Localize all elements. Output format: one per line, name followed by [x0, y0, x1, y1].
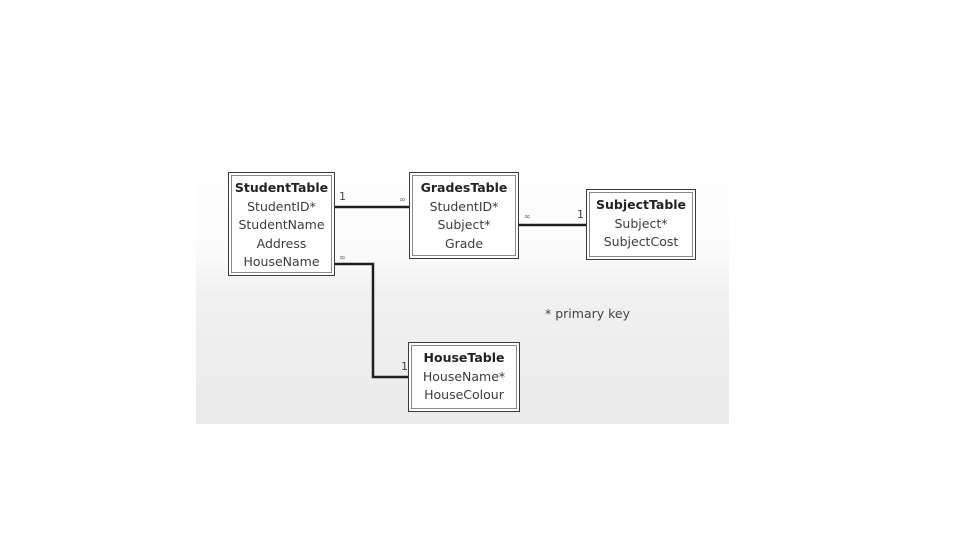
table-field: Subject*: [614, 215, 668, 231]
table-title: SubjectTable: [595, 197, 687, 212]
table-title: HouseTable: [423, 350, 505, 365]
table-field: StudentID*: [247, 198, 316, 214]
table-field: Address: [256, 235, 307, 251]
table-field: Grade: [444, 235, 484, 251]
table-title: GradesTable: [420, 180, 508, 195]
er-diagram: StudentTable StudentID* StudentName Addr…: [196, 140, 729, 424]
cardinality-label: 1: [577, 208, 584, 221]
table-field: SubjectCost: [603, 234, 679, 249]
cardinality-label: ∞: [339, 253, 346, 262]
table-field: HouseColour: [424, 387, 504, 402]
house-table[interactable]: HouseTable HouseName* HouseColour: [408, 342, 520, 412]
subject-table[interactable]: SubjectTable Subject* SubjectCost: [586, 189, 696, 260]
table-field: HouseName*: [422, 368, 506, 384]
table-field: StudentName: [238, 217, 325, 232]
student-table[interactable]: StudentTable StudentID* StudentName Addr…: [228, 172, 335, 276]
relationship-line-student-house: [332, 262, 411, 379]
cardinality-label: 1: [401, 360, 408, 373]
cardinality-label: ∞: [399, 195, 406, 204]
table-title: StudentTable: [234, 180, 329, 195]
table-field: HouseName: [243, 254, 320, 269]
relationship-lines: [332, 205, 590, 379]
table-field: StudentID*: [429, 198, 499, 214]
cardinality-label: ∞: [524, 212, 531, 221]
table-field: Subject*: [437, 217, 491, 232]
grades-table[interactable]: GradesTable StudentID* Subject* Grade: [409, 172, 519, 259]
cardinality-label: 1: [339, 190, 346, 203]
primary-key-legend: * primary key: [545, 306, 630, 321]
